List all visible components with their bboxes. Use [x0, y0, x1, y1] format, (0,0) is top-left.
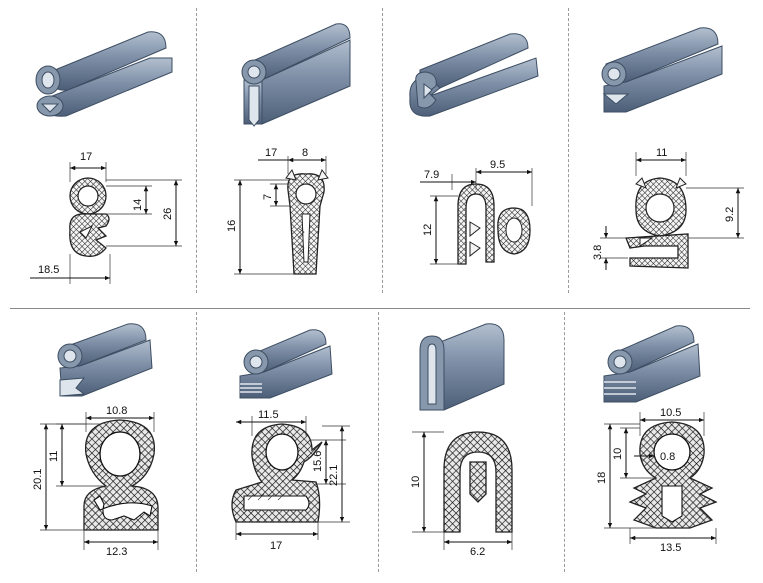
dimension-label: 12.3: [106, 546, 127, 558]
profile-4-section: 11 9.2 3.8: [592, 147, 744, 270]
column-divider: [564, 312, 565, 572]
dimension-label: 7: [262, 194, 274, 200]
dimension-label: 12: [422, 224, 434, 236]
column-divider: [196, 312, 197, 572]
dimension-label: 14: [132, 199, 144, 211]
profile-6-section: 11.5 15.6 22.1 17: [231, 409, 350, 552]
profile-5-render: [57, 323, 153, 397]
dimension-label: 18.5: [38, 264, 59, 276]
profile-7: 10 6.2: [410, 323, 513, 558]
profile-2-section: 17 8 7 16: [226, 147, 329, 275]
dimension-label: 7.9: [424, 169, 439, 181]
dimension-label: 13.5: [660, 542, 681, 554]
column-divider: [196, 8, 197, 293]
dimension-label: 9.2: [724, 207, 736, 222]
dimension-label: 17: [80, 151, 92, 163]
column-divider: [568, 8, 569, 293]
dimension-label: 17: [265, 147, 277, 159]
profile-5-section: 10.8 20.1 11 12.3: [32, 405, 159, 558]
column-divider: [382, 8, 383, 293]
dimension-label: 10: [612, 448, 624, 460]
profile-1-render: [35, 31, 173, 117]
profile-1: 17 14 26 18.5: [30, 31, 182, 284]
profile-7-section: 10 6.2: [410, 431, 513, 558]
profile-8-section: 10.5 18 10 0.8 13.5: [596, 407, 718, 554]
dimension-label: 3.8: [592, 245, 604, 260]
column-divider: [378, 312, 379, 572]
row-divider: [10, 308, 750, 309]
profile-3-section: 7.9 9.5 12: [420, 159, 533, 265]
profile-8-render: [603, 325, 701, 403]
dimension-label: 0.8: [660, 451, 675, 463]
profile-3-render: [409, 33, 539, 117]
profile-6-render: [239, 329, 333, 399]
dimension-label: 11: [48, 451, 60, 462]
dimension-label: 20.1: [32, 469, 44, 490]
dimension-label: 9.5: [490, 159, 505, 171]
dimension-label: 26: [162, 208, 174, 220]
dimension-label: 10: [410, 476, 422, 488]
profile-2: 17 8 7 16: [226, 23, 351, 275]
dimension-label: 17: [270, 540, 282, 552]
profile-4: 11 9.2 3.8: [592, 27, 744, 270]
dimension-label: 11.5: [258, 409, 279, 421]
profile-8: 10.5 18 10 0.8 13.5: [596, 325, 718, 554]
profile-1-section: 17 14 26 18.5: [30, 151, 182, 284]
dimension-label: 10.5: [660, 407, 681, 419]
profile-2-render: [241, 23, 351, 127]
profile-5: 10.8 20.1 11 12.3: [32, 323, 159, 558]
dimension-label: 6.2: [470, 546, 485, 558]
dimension-label: 22.1: [328, 465, 340, 486]
profile-6: 11.5 15.6 22.1 17: [231, 329, 350, 552]
profile-3: 7.9 9.5 12: [409, 33, 539, 265]
profile-4-render: [601, 27, 723, 113]
dimension-label: 18: [596, 472, 608, 484]
dimension-label: 16: [226, 220, 238, 232]
dimension-label: 8: [302, 147, 308, 159]
dimension-label: 10.8: [106, 405, 127, 417]
dimension-label: 15.6: [312, 451, 324, 472]
dimension-label: 11: [656, 147, 667, 159]
profile-7-render: [419, 323, 505, 411]
